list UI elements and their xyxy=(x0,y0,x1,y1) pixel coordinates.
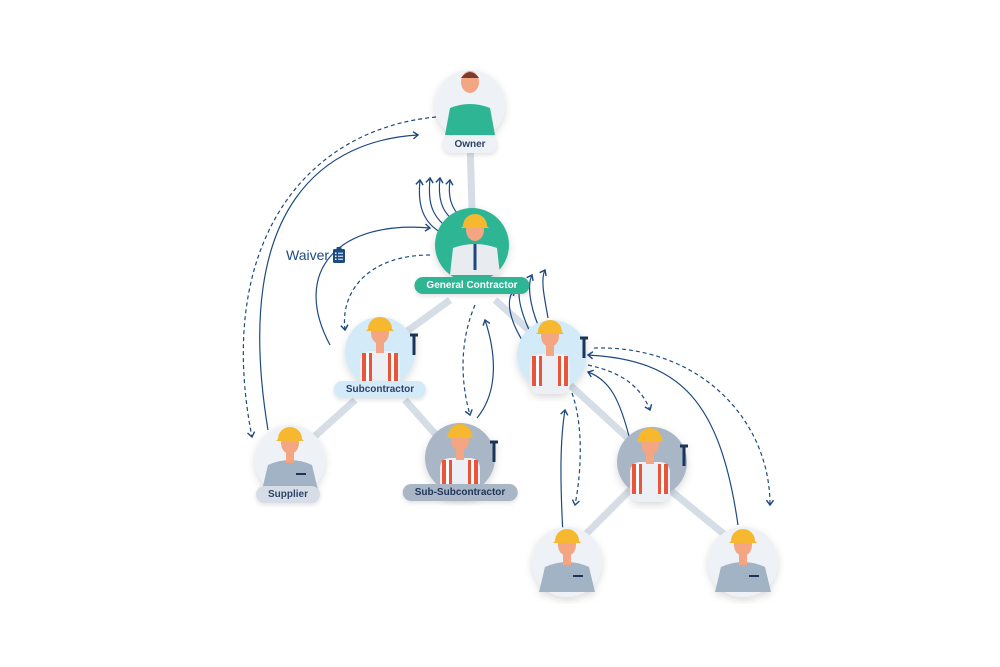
subcontractor-label: Subcontractor xyxy=(333,381,427,398)
node-general-contractor[interactable] xyxy=(435,208,509,282)
node-supplier-2[interactable] xyxy=(532,527,602,597)
waiver-label: Waiver xyxy=(286,247,330,263)
node-subcontractor-2[interactable] xyxy=(517,318,590,396)
waiver-annotation: Waiver xyxy=(286,247,346,263)
owner-label: Owner xyxy=(442,136,498,153)
connector-lines xyxy=(302,139,728,538)
node-sub-subcontractor-2[interactable] xyxy=(617,426,690,504)
supplier-label: Supplier xyxy=(255,486,321,503)
node-supplier-3[interactable] xyxy=(708,527,778,597)
clipboard-icon xyxy=(333,247,346,263)
sub-subcontractor-label: Sub-Subcontractor xyxy=(402,484,518,501)
node-supplier[interactable] xyxy=(255,425,325,495)
general-contractor-label: General Contractor xyxy=(414,277,530,294)
node-subcontractor[interactable] xyxy=(345,315,420,393)
node-sub-subcontractor[interactable] xyxy=(425,422,500,500)
node-owner[interactable] xyxy=(435,70,505,140)
